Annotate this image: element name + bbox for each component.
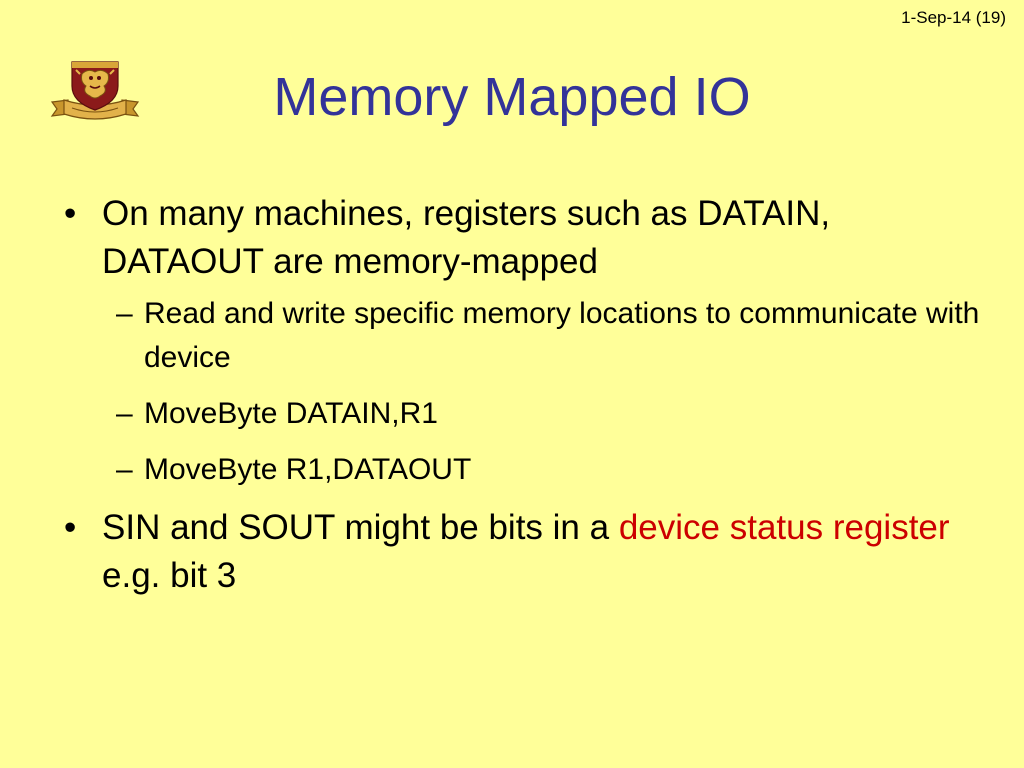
slide-body: • On many machines, registers such as DA… <box>64 190 984 606</box>
university-crest-icon <box>48 56 142 126</box>
bullet-item: • On many machines, registers such as DA… <box>64 190 984 286</box>
sub-bullet-marker: – <box>116 297 133 330</box>
sub-bullet-marker: – <box>116 453 133 486</box>
sub-bullet-text: MoveByte R1,DATAOUT <box>144 453 472 486</box>
bullet-marker: • <box>64 508 77 547</box>
bullet-item: • SIN and SOUT might be bits in a device… <box>64 504 984 600</box>
bullet-text-end: e.g. bit 3 <box>102 556 237 595</box>
bullet-text: On many machines, registers such as DATA… <box>102 194 831 281</box>
sub-bullet-item: – Read and write specific memory locatio… <box>64 292 984 380</box>
bullet-text-start: SIN and SOUT might be bits in a <box>102 508 619 547</box>
bullet-marker: • <box>64 194 77 233</box>
sub-bullet-item: – MoveByte R1,DATAOUT <box>64 448 984 492</box>
slide-date-page-number: 1-Sep-14 (19) <box>901 8 1006 27</box>
sub-bullet-marker: – <box>116 397 133 430</box>
highlighted-term: device status register <box>618 508 950 547</box>
sub-bullet-item: – MoveByte DATAIN,R1 <box>64 392 984 436</box>
sub-bullet-text: Read and write specific memory locations… <box>144 297 980 374</box>
slide-title: Memory Mapped IO <box>273 67 751 127</box>
sub-bullet-text: MoveByte DATAIN,R1 <box>144 397 438 430</box>
